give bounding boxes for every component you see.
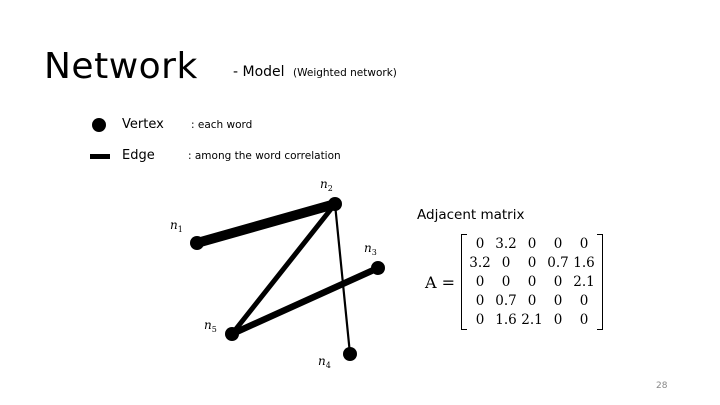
slide-subtitle: - Model (Weighted network) — [233, 64, 397, 80]
matrix-cell: 0 — [527, 255, 537, 272]
edge-n2-n4 — [333, 202, 352, 356]
vertex-icon — [92, 118, 106, 132]
node-label-subscript: 3 — [372, 248, 377, 257]
node-label-n5: n5 — [204, 318, 217, 334]
matrix-cell: 0 — [475, 236, 485, 253]
page-number: 28 — [656, 381, 668, 391]
slide-title: Network — [44, 46, 198, 87]
matrix-cell: 1.6 — [495, 311, 517, 328]
matrix-cell: 0 — [527, 236, 537, 253]
vertex-label: Vertex — [122, 117, 164, 132]
matrix-cell: 3.2 — [495, 236, 517, 253]
left-bracket — [461, 234, 468, 330]
node-n3 — [371, 261, 385, 275]
matrix-title: Adjacent matrix — [417, 207, 525, 223]
matrix-cell: 0 — [579, 311, 589, 328]
node-label-letter: n — [170, 218, 178, 232]
matrix-cell: 2.1 — [521, 311, 543, 328]
node-label-letter: n — [364, 241, 372, 255]
matrix-cell: 0.7 — [495, 292, 517, 309]
legend-vertex: Vertex : each word — [90, 115, 252, 135]
matrix-cell: 0 — [553, 273, 563, 290]
node-label-letter: n — [204, 318, 212, 332]
edge-n2-n5 — [229, 201, 338, 337]
edge-n5-n3 — [228, 264, 382, 338]
node-label-letter: n — [318, 354, 326, 368]
matrix-cell: 3.2 — [469, 255, 491, 272]
matrix-cell: 0.7 — [547, 255, 569, 272]
vertex-description: : each word — [191, 119, 253, 131]
matrix-cell: 1.6 — [573, 255, 595, 272]
right-bracket — [597, 234, 604, 330]
node-label-n1: n1 — [170, 218, 183, 234]
matrix-cell: 0 — [579, 236, 589, 253]
matrix-cell: 0 — [475, 273, 485, 290]
node-label-n2: n2 — [320, 177, 333, 193]
matrix-cell: 0 — [553, 311, 563, 328]
node-label-subscript: 2 — [328, 184, 333, 193]
node-label-letter: n — [320, 177, 328, 191]
edge-label: Edge — [122, 148, 155, 163]
node-label-n3: n3 — [364, 241, 377, 257]
subtitle-note: (Weighted network) — [293, 67, 397, 79]
node-label-subscript: 5 — [212, 325, 217, 334]
matrix-cell: 0 — [527, 273, 537, 290]
node-n5 — [225, 327, 239, 341]
nodes-layer — [190, 197, 385, 361]
edge-description: : among the word correlation — [188, 150, 341, 162]
legend-edge: Edge : among the word correlation — [90, 146, 341, 166]
node-label-n4: n4 — [318, 354, 331, 370]
node-label-subscript: 4 — [326, 361, 331, 370]
node-n2 — [328, 197, 342, 211]
subtitle-text: - Model — [233, 64, 285, 80]
node-n1 — [190, 236, 204, 250]
node-label-subscript: 1 — [178, 225, 183, 234]
matrix-cell: 2.1 — [573, 273, 595, 290]
matrix-cell: 0 — [501, 255, 511, 272]
matrix-cell: 0 — [501, 273, 511, 290]
matrix-lhs: A = — [425, 272, 456, 292]
node-n4 — [343, 347, 357, 361]
matrix-cell: 0 — [475, 292, 485, 309]
matrix-cell: 0 — [553, 236, 563, 253]
matrix-cell: 0 — [475, 311, 485, 328]
edge-icon — [90, 153, 110, 159]
matrix-cell: 0 — [527, 292, 537, 309]
matrix-cell: 0 — [553, 292, 563, 309]
matrix-cell: 0 — [579, 292, 589, 309]
edge-n1-n2 — [192, 199, 340, 248]
edges-layer — [192, 199, 382, 356]
